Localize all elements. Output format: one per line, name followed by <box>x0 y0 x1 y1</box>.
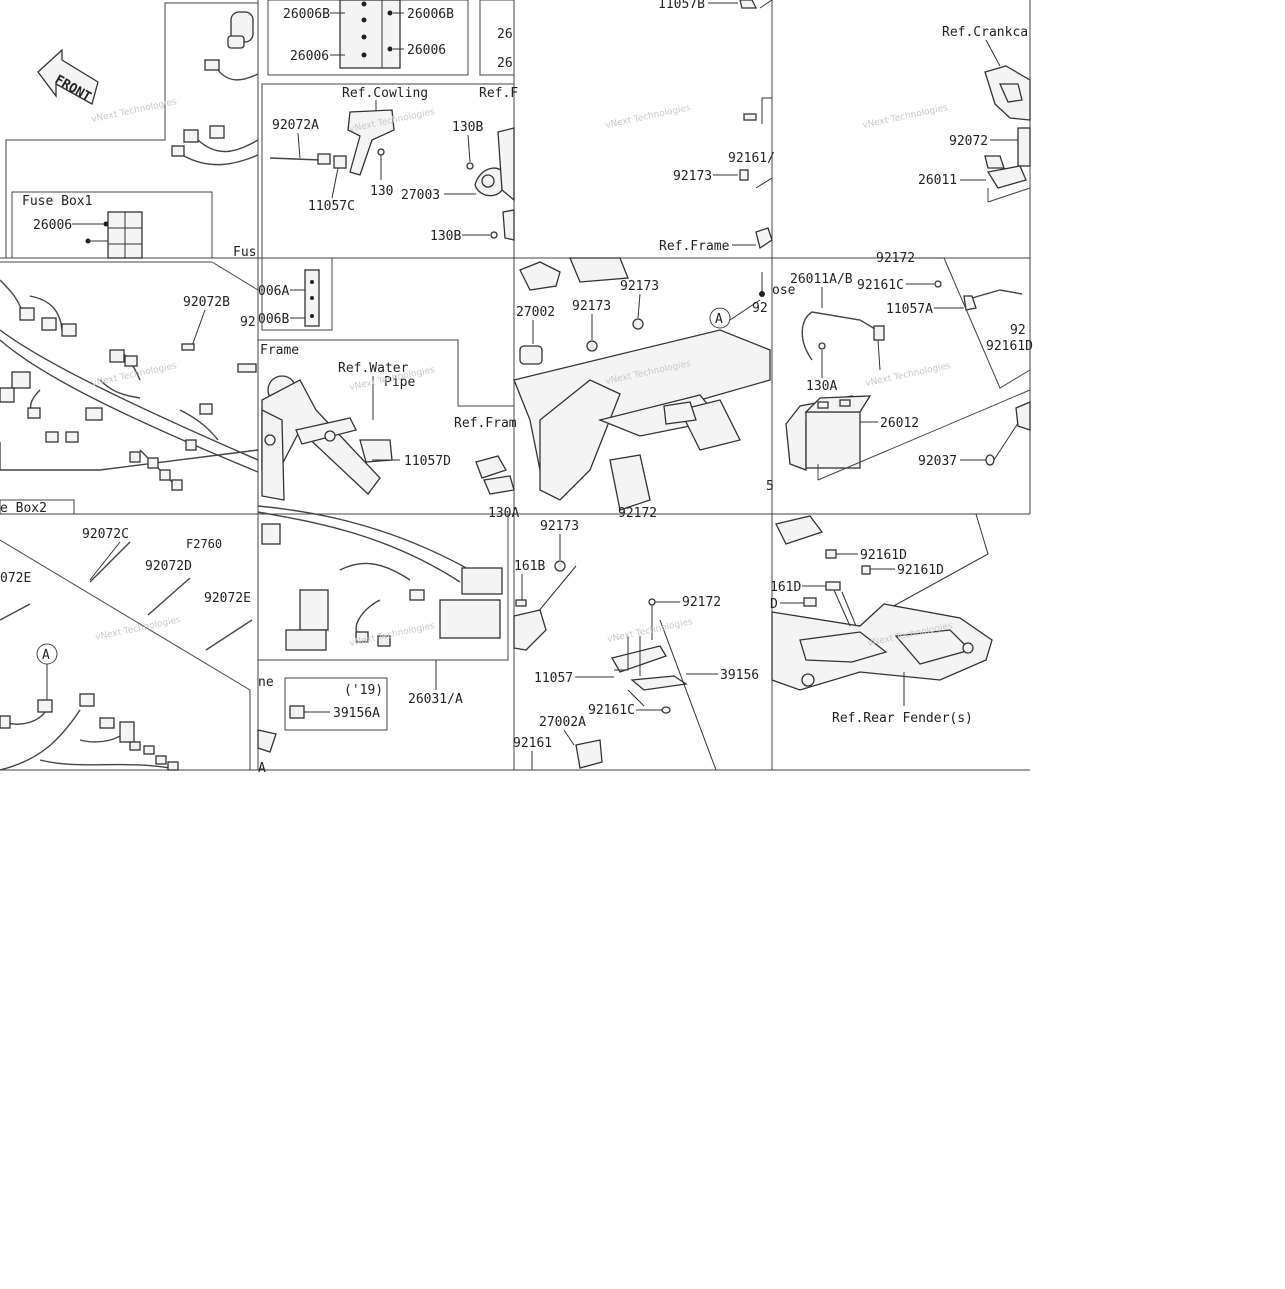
part-27002: 27002 <box>516 305 555 320</box>
part-11057B-top: 11057B <box>658 0 705 12</box>
ref-water: Ref.Water <box>338 361 409 376</box>
part-92037: 92037 <box>918 454 957 469</box>
part-92072E-b: 072E <box>0 571 31 586</box>
fuse-box-2-title: e Box2 <box>0 501 47 516</box>
ref-frame-partial: Frame <box>260 343 299 358</box>
watermark-text: vNext Technologies <box>95 615 182 643</box>
cowling-bracket: Ref.Cowling 92072A 11057C 130 Ref.F 130B… <box>269 86 518 244</box>
part-26011: 26011 <box>918 173 957 188</box>
part-92161C-low: 92161C <box>588 703 635 718</box>
battery-area: ose 26011A/B 130A 92172 92161C 11057A 92… <box>766 251 1033 494</box>
part-92161D-b: 92161D <box>897 563 944 578</box>
watermark-text: vNext Technologies <box>607 617 694 645</box>
part-27002A: 27002A <box>539 715 586 730</box>
marker-a-left: A <box>42 648 50 663</box>
front-harness-group <box>5 2 259 258</box>
watermark-text: vNext Technologies <box>862 103 949 131</box>
part-92173-top: 92173 <box>673 169 712 184</box>
cable-ties-left: 92072C F2760 92072D 92072E 072E A <box>0 527 253 771</box>
part-26006B-right: 26006B <box>407 7 454 22</box>
part-26006A: 006A <box>258 284 289 299</box>
part-92-right: 92 <box>1010 323 1026 338</box>
part-26006B-left: 26006B <box>283 7 330 22</box>
ref-frame: Ref.Frame <box>659 239 730 254</box>
part-92172-mid: 92172 <box>618 506 657 521</box>
harness-connectors: 26031/A ne ('19) 39156A A <box>257 505 509 776</box>
marker-a-center: A <box>715 312 723 327</box>
part-26006-right: 26006 <box>407 43 446 58</box>
part-26012: 26012 <box>880 416 919 431</box>
part-92161: 92161 <box>513 736 552 751</box>
main-harness-left: 92072B Fus 92 <box>0 245 259 491</box>
part-39156A: 39156A <box>333 706 380 721</box>
ref-rear-fender: Ref.Rear Fender(s) <box>832 711 973 726</box>
part-11057C: 11057C <box>308 199 355 214</box>
panel-3-top: 11057B 92161/ 92173 Ref.Frame <box>658 0 775 254</box>
fuse-box-2: e Box2 <box>0 499 75 516</box>
part-92173-a: 92173 <box>572 299 611 314</box>
part-130A: 130A <box>806 379 837 394</box>
part-92072E-a: 92072E <box>204 591 251 606</box>
part-161D: 161D <box>770 580 801 595</box>
fuse-box-1: Fuse Box1 26006 <box>11 191 213 259</box>
part-26011AB: 26011A/B <box>790 272 853 287</box>
fuse-box-partial-title: Fus <box>233 245 256 260</box>
part-11057: 11057 <box>534 671 573 686</box>
part-92161C-top: 92161C <box>857 278 904 293</box>
part-130B-mid: 130B <box>430 229 461 244</box>
ref-fram-partial: Ref.Fram <box>454 416 517 431</box>
part-26-b: 26 <box>497 56 513 71</box>
part-92-mid: 92 <box>752 301 768 316</box>
ref-water-pipe: Pipe <box>384 375 415 390</box>
part-130A-bottom: 130A <box>488 506 519 521</box>
part-a-small: A <box>258 761 266 776</box>
part-92173-b: 92173 <box>620 279 659 294</box>
part-92072C: 92072C <box>82 527 129 542</box>
edition-note: ('19) <box>344 683 383 698</box>
watermark-text: vNext Technologies <box>605 103 692 131</box>
ref-hose-partial: ose <box>772 283 796 298</box>
part-92072D: 92072D <box>145 559 192 574</box>
part-92072A: 92072A <box>272 118 319 133</box>
part-92172-low: 92172 <box>682 595 721 610</box>
part-161B: 161B <box>514 559 545 574</box>
ref-f-partial: Ref.F <box>479 86 518 101</box>
ref-ne-partial: ne <box>258 675 274 690</box>
figure-code: F2760 <box>186 537 222 551</box>
part-92161D-a: 92161D <box>860 548 907 563</box>
frame-left-view: 006A 006B Frame Ref.Water Pipe 11057D Re… <box>258 257 517 501</box>
part-26-a: 26 <box>497 27 513 42</box>
front-arrow: FRONT <box>37 48 99 105</box>
ref-crankcase-partial: Ref.Crankca <box>942 25 1028 40</box>
part-27003: 27003 <box>401 188 440 203</box>
part-11057D: 11057D <box>404 454 451 469</box>
frame-center-view: 27002 92173 92173 A 92 92172 130A <box>488 257 771 521</box>
fuse-box-1-title: Fuse Box1 <box>22 194 92 209</box>
ref-cowling: Ref.Cowling <box>342 86 428 101</box>
part-130: 130 <box>370 184 393 199</box>
part-130B-top: 130B <box>452 120 483 135</box>
relay-box-top: 26006B 26006 26006B 26006 26 26 <box>261 0 515 258</box>
part-39156: 39156 <box>720 668 759 683</box>
part-D: D <box>770 597 778 612</box>
part-92072-right: 92072 <box>949 134 988 149</box>
part-92172-top: 92172 <box>876 251 915 266</box>
rear-fender-area: 92161D 92161D 161D D Ref.Rear Fender(s) <box>770 513 993 726</box>
part-92-cut: 92 <box>240 315 256 330</box>
part-5: 5 <box>766 479 774 494</box>
part-26031A: 26031/A <box>408 692 463 707</box>
part-11057A: 11057A <box>886 302 933 317</box>
bracket-area: 92173 161B 92172 11057 39156 92161C 2700… <box>513 519 759 771</box>
part-26006-left: 26006 <box>290 49 329 64</box>
watermark-text: vNext Technologies <box>865 361 952 389</box>
panel-4-top: Ref.Crankca 92072 26011 <box>918 25 1031 203</box>
part-92173-c: 92173 <box>540 519 579 534</box>
part-92072B: 92072B <box>183 295 230 310</box>
part-26006B-fb: 006B <box>258 312 289 327</box>
part-92161-partial: 92161/ <box>728 151 775 166</box>
part-26006-fb1: 26006 <box>33 218 72 233</box>
part-92161D-right: 92161D <box>986 339 1033 354</box>
